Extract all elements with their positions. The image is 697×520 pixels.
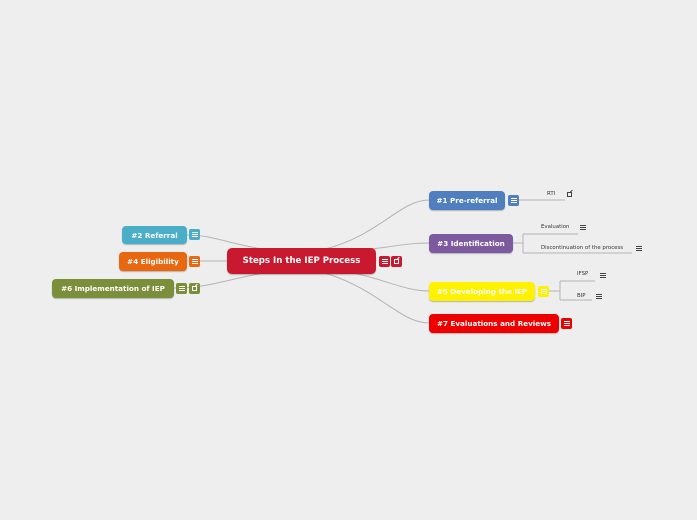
evaluation-note-icon[interactable] — [577, 222, 588, 233]
root-note-icon[interactable] — [379, 256, 390, 267]
topic-identification[interactable]: #3 Identification — [429, 234, 513, 253]
subtopic-evaluation[interactable]: Evaluation — [541, 224, 570, 230]
topic-evaluations-reviews[interactable]: #7 Evaluations and Reviews — [429, 314, 559, 333]
topic-eligibility-label: #4 Eligibility — [127, 257, 179, 266]
rti-external-link-icon[interactable] — [564, 189, 575, 200]
topic-implementation-iep[interactable]: #6 Implementation of IEP — [52, 279, 174, 298]
evaluations-reviews-note-icon[interactable] — [561, 318, 572, 329]
root-external-link-icon[interactable] — [391, 256, 402, 267]
topic-implementation-iep-label: #6 Implementation of IEP — [61, 284, 165, 293]
topic-referral[interactable]: #2 Referral — [122, 226, 187, 244]
eligibility-note-icon[interactable] — [189, 256, 200, 267]
developing-iep-note-icon[interactable] — [538, 286, 549, 297]
subtopic-bip[interactable]: BIP — [577, 293, 586, 299]
root-topic[interactable]: Steps In the IEP Process — [227, 248, 376, 274]
subtopic-ifsp[interactable]: IFSP — [577, 271, 589, 277]
implementation-iep-note-icon[interactable] — [176, 283, 187, 294]
topic-identification-label: #3 Identification — [437, 239, 505, 248]
pre-referral-note-icon[interactable] — [508, 195, 519, 206]
topic-pre-referral-label: #1 Pre-referral — [436, 196, 498, 205]
subtopic-discontinuation[interactable]: Discontinuation of the process — [541, 245, 624, 251]
topic-evaluations-reviews-label: #7 Evaluations and Reviews — [436, 319, 552, 328]
implementation-iep-external-link-icon[interactable] — [189, 283, 200, 294]
topic-referral-label: #2 Referral — [131, 230, 178, 240]
topic-pre-referral[interactable]: #1 Pre-referral — [429, 191, 505, 210]
topic-developing-iep-label: #5 Developing the IEP — [436, 287, 528, 296]
referral-note-icon[interactable] — [189, 229, 200, 240]
ifsp-note-icon[interactable] — [597, 270, 608, 281]
subtopic-rti[interactable]: RTI — [547, 191, 556, 197]
topic-eligibility[interactable]: #4 Eligibility — [119, 252, 187, 271]
discontinuation-note-icon[interactable] — [633, 243, 644, 254]
bip-note-icon[interactable] — [593, 291, 604, 302]
topic-developing-iep[interactable]: #5 Developing the IEP — [429, 282, 535, 301]
root-topic-label: Steps In the IEP Process — [242, 256, 361, 266]
